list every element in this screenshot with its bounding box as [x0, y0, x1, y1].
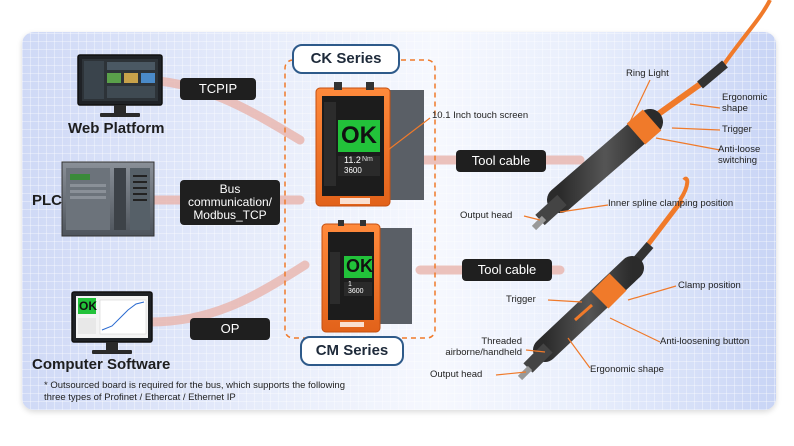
footnote: * Outsourced board is required for the b… — [44, 380, 345, 404]
leader-lines — [387, 79, 721, 376]
ergonomic-shape-top-line1: Ergonomic — [722, 92, 768, 103]
ergonomic-shape-bottom-label: Ergonomic shape — [590, 364, 664, 375]
ck-controller — [315, 82, 424, 207]
tcpip-text: TCPIP — [198, 81, 238, 96]
anti-loose-label: Anti-loose switching — [718, 144, 760, 166]
ck-series-label: CK Series — [292, 44, 400, 74]
tool-cable-top-text: Tool cable — [471, 153, 531, 168]
anti-loose-line2: switching — [718, 155, 758, 166]
threaded-line1: Threaded — [481, 336, 522, 347]
op-text: OP — [220, 321, 240, 336]
top-tool — [531, 0, 772, 231]
op-pill: OP — [190, 318, 270, 340]
ergonomic-shape-top-line2: shape — [722, 103, 748, 114]
anti-loosening-label: Anti-loosening button — [660, 336, 750, 347]
bus-line-3: Modbus_TCP — [193, 208, 267, 222]
cm-screen-torque: 1 — [348, 281, 352, 288]
touch-screen-label: 10.1 Inch touch screen — [432, 110, 529, 121]
ck-screen-ok: OK — [341, 122, 377, 149]
band-software-to-cm — [145, 260, 310, 327]
anti-loose-line1: Anti-loose — [718, 144, 761, 155]
footnote-line2: three types of Profinet / Ethercat / Eth… — [44, 392, 236, 403]
trigger-bottom-label: Trigger — [506, 294, 536, 305]
web-platform-label: Web Platform — [68, 120, 165, 137]
cm-screen-angle: 3600 — [348, 288, 364, 295]
cm-series-label: CM Series — [300, 336, 404, 366]
cm-screen-ok: OK — [346, 256, 373, 276]
output-head-top-label: Output head — [460, 210, 513, 221]
bus-line-1: Bus — [219, 182, 241, 196]
software-screen-ok: OK — [79, 299, 97, 313]
inner-spline-label: Inner spline clamping position — [608, 198, 734, 209]
threaded-label: Threaded airborne/handheld — [418, 336, 522, 358]
bus-pill: Bus communication/ Modbus_TCP — [180, 180, 280, 225]
computer-software-monitor — [71, 291, 153, 354]
clamp-position-label: Clamp position — [678, 280, 741, 291]
trigger-top-label: Trigger — [722, 124, 752, 135]
ck-screen-angle: 3600 — [344, 166, 362, 175]
plc-label: PLC — [32, 192, 62, 209]
output-head-bottom-label: Output head — [430, 369, 483, 380]
threaded-line2: airborne/handheld — [445, 347, 522, 358]
tool-cable-bottom-text: Tool cable — [477, 262, 537, 277]
bus-line-2: communication/ — [187, 195, 273, 209]
computer-software-label: Computer Software — [32, 356, 171, 373]
cm-controller — [321, 220, 412, 333]
tool-cable-top-pill: Tool cable — [456, 150, 546, 172]
bottom-tool — [517, 176, 690, 381]
tool-cable-bottom-pill: Tool cable — [462, 259, 552, 281]
ring-light-label: Ring Light — [626, 68, 669, 79]
ck-screen-unit: Nm — [362, 156, 373, 163]
ck-screen-torque: 11.2 — [344, 155, 361, 165]
footnote-line1: * Outsourced board is required for the b… — [44, 380, 345, 391]
ergonomic-shape-top-label: Ergonomic shape — [722, 92, 767, 114]
plc-device — [61, 161, 155, 237]
web-platform-monitor — [77, 54, 163, 117]
tcpip-pill: TCPIP — [180, 78, 256, 100]
